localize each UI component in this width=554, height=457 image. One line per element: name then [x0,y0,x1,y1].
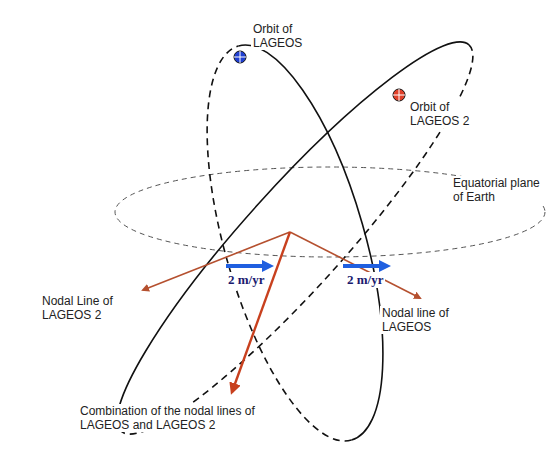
orbit-label: Orbit of LAGEOS [251,22,325,50]
lageos-satellite [234,51,246,63]
lageos-orbit [171,27,419,457]
lageos2-orbit [84,11,506,457]
combination-label: Combination of the nodal lines of LAGEOS… [78,404,282,432]
combined-nodal-line [232,232,290,392]
nodal-line-label: Nodal line of LAGEOS [380,306,474,334]
nodal-line [143,232,290,290]
drift-arrow [343,264,387,268]
nodal-line [290,232,420,298]
speed-label: 2 m/yr [345,272,385,288]
lageos2-satellite [393,89,405,101]
drift-arrow [226,264,270,268]
plane-label: Equatorial plane of Earth [451,176,550,204]
orbit-label: Orbit of LAGEOS 2 [408,100,482,128]
nodal-line-label: Nodal Line of LAGEOS 2 [40,294,154,322]
speed-label: 2 m/yr [226,272,266,288]
